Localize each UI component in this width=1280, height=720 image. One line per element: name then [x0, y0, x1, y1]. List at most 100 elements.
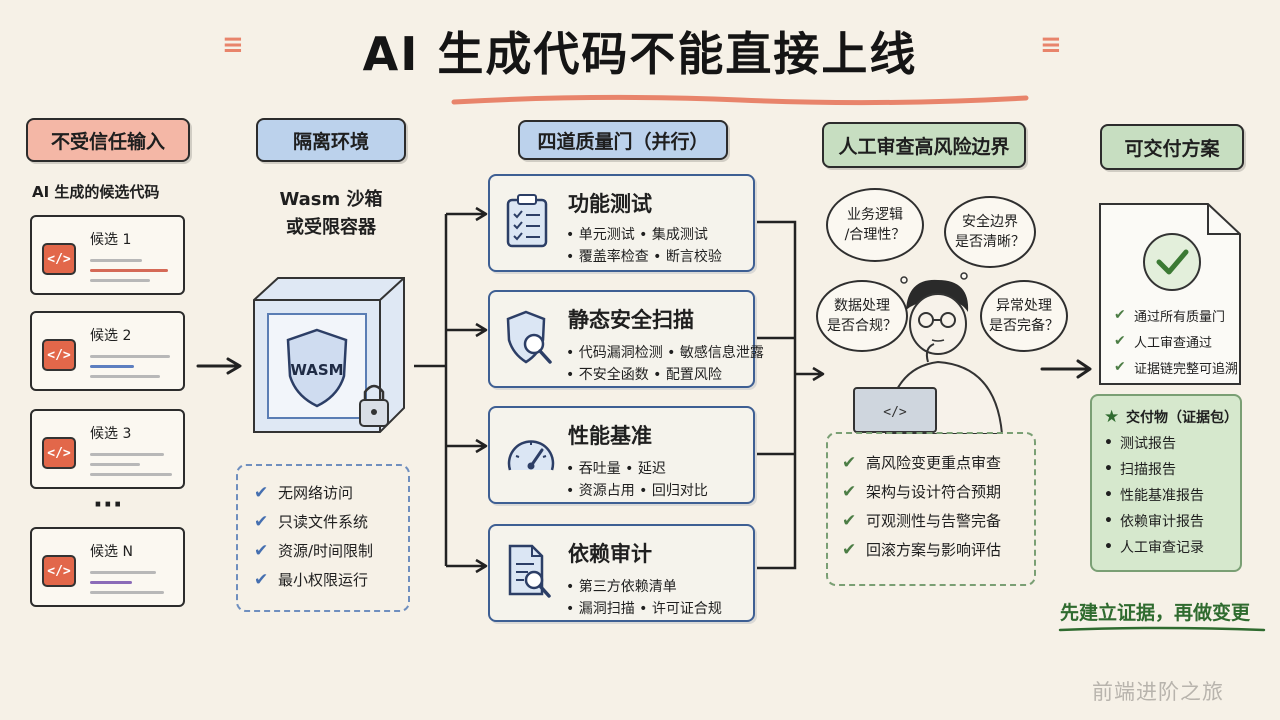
- gate-title: 依赖审计: [568, 542, 652, 566]
- code-line: [90, 581, 132, 584]
- passed-checklist: ✔通过所有质量门 ✔人工审查通过 ✔证据链完整可追溯: [1114, 302, 1244, 380]
- gate-detail: • 覆盖率检查 • 断言校验: [566, 249, 722, 265]
- thought-bubble-exception-handling: 异常处理 是否完备？: [980, 280, 1068, 352]
- gate-detail: • 不安全函数 • 配置风险: [566, 367, 722, 383]
- check-icon: ✔: [1114, 359, 1126, 375]
- review-checklist-box: ✔高风险变更重点审查 ✔架构与设计符合预期 ✔可观测性与告警完备 ✔回滚方案与影…: [826, 432, 1036, 586]
- candidate-label: 候选 2: [90, 328, 132, 344]
- code-line: [90, 375, 160, 378]
- slogan-underline: [1058, 626, 1266, 632]
- isolation-rule-4: ✔最小权限运行: [254, 569, 369, 590]
- laptop-code-text: </>: [883, 405, 907, 420]
- candidate-card-3: </> 候选 3: [30, 409, 185, 489]
- gate-title: 性能基准: [568, 424, 652, 448]
- bundle-item-3: •性能基准报告: [1104, 487, 1204, 504]
- gate-dependency-audit: 依赖审计 • 第三方依赖清单 • 漏洞扫描 • 许可证合规: [488, 524, 755, 622]
- thought-bubble-business-logic: 业务逻辑 /合理性？: [826, 188, 924, 262]
- code-line: [90, 269, 168, 272]
- header-quality-gates: 四道质量门（并行）: [518, 120, 728, 160]
- isolation-rule-3: ✔资源/时间限制: [254, 540, 374, 561]
- gate-title: 功能测试: [568, 192, 652, 216]
- bundle-item-2: •扫描报告: [1104, 461, 1176, 478]
- merge-arrows: [757, 220, 825, 570]
- gate-detail: • 第三方依赖清单: [566, 579, 677, 595]
- gate-detail: • 资源占用 • 回归对比: [566, 483, 708, 499]
- code-line: [90, 473, 172, 476]
- check-icon: ✔: [254, 511, 269, 532]
- reviewer-person-icon: </>: [853, 272, 1004, 434]
- passed-item-2: ✔人工审查通过: [1114, 333, 1213, 351]
- shield-magnifier-icon: [506, 310, 552, 364]
- code-line: [90, 463, 140, 466]
- approved-document: [1099, 203, 1241, 385]
- gate-title: 静态安全扫描: [568, 308, 694, 332]
- page-title: AI 生成代码不能直接上线: [362, 27, 918, 81]
- candidate-card-1: </> 候选 1: [30, 215, 185, 295]
- isolation-rule-2: ✔只读文件系统: [254, 511, 369, 532]
- evidence-bundle-box: ★交付物（证据包） •测试报告 •扫描报告 •性能基准报告 •依赖审计报告 •人…: [1090, 394, 1242, 572]
- code-line: [90, 259, 142, 262]
- review-check-4: ✔回滚方案与影响评估: [842, 539, 1002, 560]
- code-file-icon: </>: [42, 243, 76, 275]
- header-isolation: 隔离环境: [256, 118, 406, 162]
- passed-item-3: ✔证据链完整可追溯: [1114, 359, 1239, 377]
- check-icon: ✔: [254, 540, 269, 561]
- candidate-label: 候选 1: [90, 232, 132, 248]
- candidate-card-2: </> 候选 2: [30, 311, 185, 391]
- arrow-right-icon: [196, 357, 242, 375]
- arrow-right-icon: [1040, 359, 1092, 379]
- thought-bubble-data-compliance: 数据处理 是否合规？: [816, 280, 908, 352]
- title-spark-left-icon: ≡: [222, 30, 244, 60]
- bundle-item-4: •依赖审计报告: [1104, 513, 1204, 530]
- code-file-icon: </>: [42, 437, 76, 469]
- sandbox-description: Wasm 沙箱 或受限容器: [246, 186, 416, 242]
- header-deliverable: 可交付方案: [1100, 124, 1244, 170]
- code-line: [90, 571, 156, 574]
- gate-detail: • 单元测试 • 集成测试: [566, 227, 708, 243]
- sandbox-line-2: 或受限容器: [286, 217, 376, 238]
- code-line: [90, 453, 164, 456]
- bundle-title: ★交付物（证据包）: [1104, 407, 1238, 427]
- gate-detail: • 代码漏洞检测 • 敏感信息泄露: [566, 345, 764, 361]
- untrusted-subtitle: AI 生成的候选代码: [32, 183, 160, 201]
- check-icon: ✔: [254, 569, 269, 590]
- check-icon: ✔: [1114, 307, 1126, 323]
- watermark: 前端进阶之旅: [1092, 680, 1224, 704]
- isolation-rules-box: ✔无网络访问 ✔只读文件系统 ✔资源/时间限制 ✔最小权限运行: [236, 464, 410, 612]
- code-file-icon: </>: [42, 555, 76, 587]
- title-underline: [451, 94, 1029, 106]
- title-spark-right-icon: ≡: [1040, 30, 1062, 60]
- check-icon: ✔: [842, 539, 857, 560]
- review-check-1: ✔高风险变更重点审查: [842, 452, 1002, 473]
- code-line: [90, 365, 134, 368]
- thought-bubble-security-boundary: 安全边界 是否清晰？: [944, 196, 1036, 268]
- bundle-item-1: •测试报告: [1104, 435, 1176, 452]
- gate-static-security-scan: 静态安全扫描 • 代码漏洞检测 • 敏感信息泄露 • 不安全函数 • 配置风险: [488, 290, 764, 388]
- star-icon: ★: [1104, 407, 1120, 427]
- candidate-card-n: </> 候选 N: [30, 527, 185, 607]
- check-icon: ✔: [842, 510, 857, 531]
- isolation-rule-1: ✔无网络访问: [254, 482, 354, 503]
- speedometer-icon: [507, 440, 555, 471]
- header-human-review: 人工审查高风险边界: [822, 122, 1026, 168]
- code-line: [90, 279, 150, 282]
- check-icon: ✔: [842, 481, 857, 502]
- check-icon: ✔: [254, 482, 269, 503]
- review-check-3: ✔可观测性与告警完备: [842, 510, 1002, 531]
- passed-item-1: ✔通过所有质量门: [1114, 307, 1226, 325]
- slogan: 先建立证据，再做变更: [1060, 602, 1251, 624]
- document-magnifier-icon: [508, 544, 551, 598]
- gate-functional-test: 功能测试 • 单元测试 • 集成测试 • 覆盖率检查 • 断言校验: [488, 174, 755, 272]
- candidate-label: 候选 3: [90, 426, 132, 442]
- fanout-arrows: [414, 206, 488, 574]
- candidate-label: 候选 N: [90, 544, 133, 560]
- gate-detail: • 漏洞扫描 • 许可证合规: [566, 601, 722, 617]
- review-check-2: ✔架构与设计符合预期: [842, 481, 1002, 502]
- code-line: [90, 591, 164, 594]
- bundle-item-5: •人工审查记录: [1104, 539, 1204, 556]
- code-line: [90, 355, 170, 358]
- wasm-shield-text: WASM: [290, 361, 343, 379]
- sandbox-line-1: Wasm 沙箱: [279, 189, 383, 210]
- check-icon: ✔: [842, 452, 857, 473]
- check-icon: ✔: [1114, 333, 1126, 349]
